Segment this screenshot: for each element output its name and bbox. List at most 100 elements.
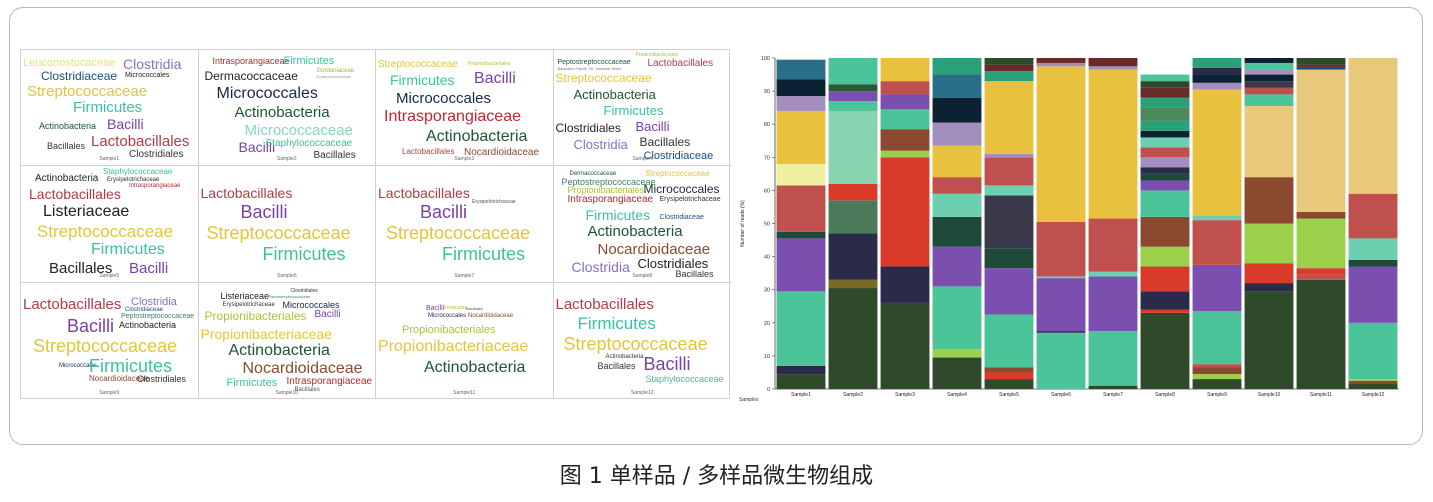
wordcloud-word: Clostridiales xyxy=(290,287,318,294)
wordcloud-word: Staphylococcaceae xyxy=(103,167,173,177)
bar-segment xyxy=(776,365,826,375)
bar-segment xyxy=(1140,246,1190,267)
bar-segment xyxy=(932,216,982,247)
wordcloud-word: Clostridiales xyxy=(137,373,187,384)
bar-segment xyxy=(984,64,1034,72)
bar-segment xyxy=(1244,94,1294,106)
y-tick-label: 70 xyxy=(764,155,770,161)
bar-segment xyxy=(828,101,878,111)
wordcloud-word: Firmicutes xyxy=(603,103,664,118)
x-tick-label: Sample1 xyxy=(791,392,811,398)
bar-segment xyxy=(1192,367,1242,375)
bar-segment xyxy=(984,248,1034,269)
bar-segment xyxy=(1244,105,1294,178)
bar-segment xyxy=(1036,276,1086,279)
wordcloud-word: Lactobacillales xyxy=(555,295,654,313)
wordcloud-word: Peptostreptococcaceae xyxy=(121,312,195,320)
wordcloud-word: Bacillales xyxy=(675,269,714,280)
bar-segment xyxy=(1140,81,1190,88)
x-tick-label: Sample9 xyxy=(1207,392,1227,398)
wordcloud-word: Micrococcales xyxy=(216,85,318,102)
wordcloud-sample-label: Sample9 xyxy=(99,389,120,396)
bar-segment xyxy=(1036,66,1086,222)
bar-segment xyxy=(932,286,982,350)
wordcloud-word: Clostridiaceae xyxy=(125,306,164,313)
x-tick-label: Sample7 xyxy=(1103,392,1123,398)
wordcloud-word: Propionibacteriales xyxy=(402,323,496,336)
bar-segment xyxy=(1348,380,1398,385)
y-tick-label: 50 xyxy=(764,222,770,228)
bar-segment xyxy=(1192,364,1242,368)
wordcloud-sample-label: Sample7 xyxy=(454,272,475,279)
wordcloud-word: Actinobacteria xyxy=(39,121,97,131)
x-tick-label: Sample2 xyxy=(843,392,863,398)
wordcloud-word: Bacillales xyxy=(597,360,636,371)
bar-segment xyxy=(776,231,826,239)
wordcloud-word: Intrasporangiaceae xyxy=(212,56,290,66)
wordcloud-word: Gordoniaceae xyxy=(316,68,355,74)
bar-segment xyxy=(880,94,930,110)
y-tick-label: 80 xyxy=(764,122,770,128)
wordcloud-word: Bacilli xyxy=(107,116,144,132)
bar-segment xyxy=(1036,62,1086,67)
wordcloud-word: Erysipelotrichaceae xyxy=(472,199,516,206)
wordcloud-word: Clostridiales xyxy=(129,149,184,160)
y-tick-label: 40 xyxy=(764,255,770,261)
wordcloud-word: Bacilli xyxy=(314,308,341,320)
bar-segment xyxy=(1296,64,1346,67)
y-axis-title: Number of reads (%) xyxy=(740,200,746,247)
wordcloud-word: Clostridiales xyxy=(637,256,709,272)
x-tick-label: Sample6 xyxy=(1051,392,1071,398)
wordcloud-word: Propionibacteriales xyxy=(204,308,307,323)
bar-segment xyxy=(1036,278,1086,332)
bar-segment xyxy=(932,58,982,75)
bar-segment xyxy=(828,183,878,201)
wordcloud-word: Lactobacillales xyxy=(29,186,121,203)
bar-segment xyxy=(880,109,930,130)
bar-segment xyxy=(932,122,982,146)
wordcloud-word: Bacilli xyxy=(238,139,276,155)
wordcloud-word: Clostridiaceae xyxy=(643,150,714,162)
wordcloud-word: Peptostreptococcaceae xyxy=(557,59,631,66)
bar-segment xyxy=(1140,147,1190,158)
bar-segment xyxy=(1244,291,1294,389)
bar-segment xyxy=(776,59,826,80)
bar-segment xyxy=(984,58,1034,65)
wordcloud-word: Nocardioidaceae xyxy=(242,359,363,377)
bar-segment xyxy=(1140,291,1190,310)
bar-segment xyxy=(932,145,982,178)
wordcloud-word: Clostridia xyxy=(131,295,177,308)
wordcloud-word: Streptococcaceae xyxy=(33,335,178,356)
wordcloud-word: Firmicutes xyxy=(442,244,526,265)
bar-segment xyxy=(932,357,982,389)
bar-segment xyxy=(1140,216,1190,247)
bar-segment xyxy=(984,268,1034,315)
wordcloud-word: Micrococcales xyxy=(643,182,720,197)
wordcloud-word: Listeriaceae xyxy=(43,203,130,221)
wordcloud-sample-label: Sample10 xyxy=(275,389,298,396)
bar-segment xyxy=(932,177,982,194)
wordcloud-word: Streptococcaceae xyxy=(386,223,531,244)
wordcloud-word: Clostridia xyxy=(571,259,630,276)
bar-segment xyxy=(984,157,1034,186)
wordcloud-word: Erysipelotrichaceae xyxy=(222,301,275,308)
bar-segment xyxy=(828,91,878,102)
wordcloud-word: Propionibacteriaceae xyxy=(200,325,333,342)
bar-segment xyxy=(1192,89,1242,216)
wordcloud-word: Firmicutes xyxy=(283,55,335,67)
bar-segment xyxy=(1296,268,1346,275)
bar-segment xyxy=(1296,66,1346,70)
bar-segment xyxy=(1140,97,1190,108)
bar-segment xyxy=(1244,81,1294,88)
wordcloud-word: Propionibacteriales xyxy=(635,52,679,58)
bar-segment xyxy=(1296,279,1346,389)
bar-segment xyxy=(828,84,878,92)
bar-segment xyxy=(1036,58,1086,63)
bar-segment xyxy=(1296,58,1346,65)
wordcloud-word: Bacillales xyxy=(639,135,691,149)
